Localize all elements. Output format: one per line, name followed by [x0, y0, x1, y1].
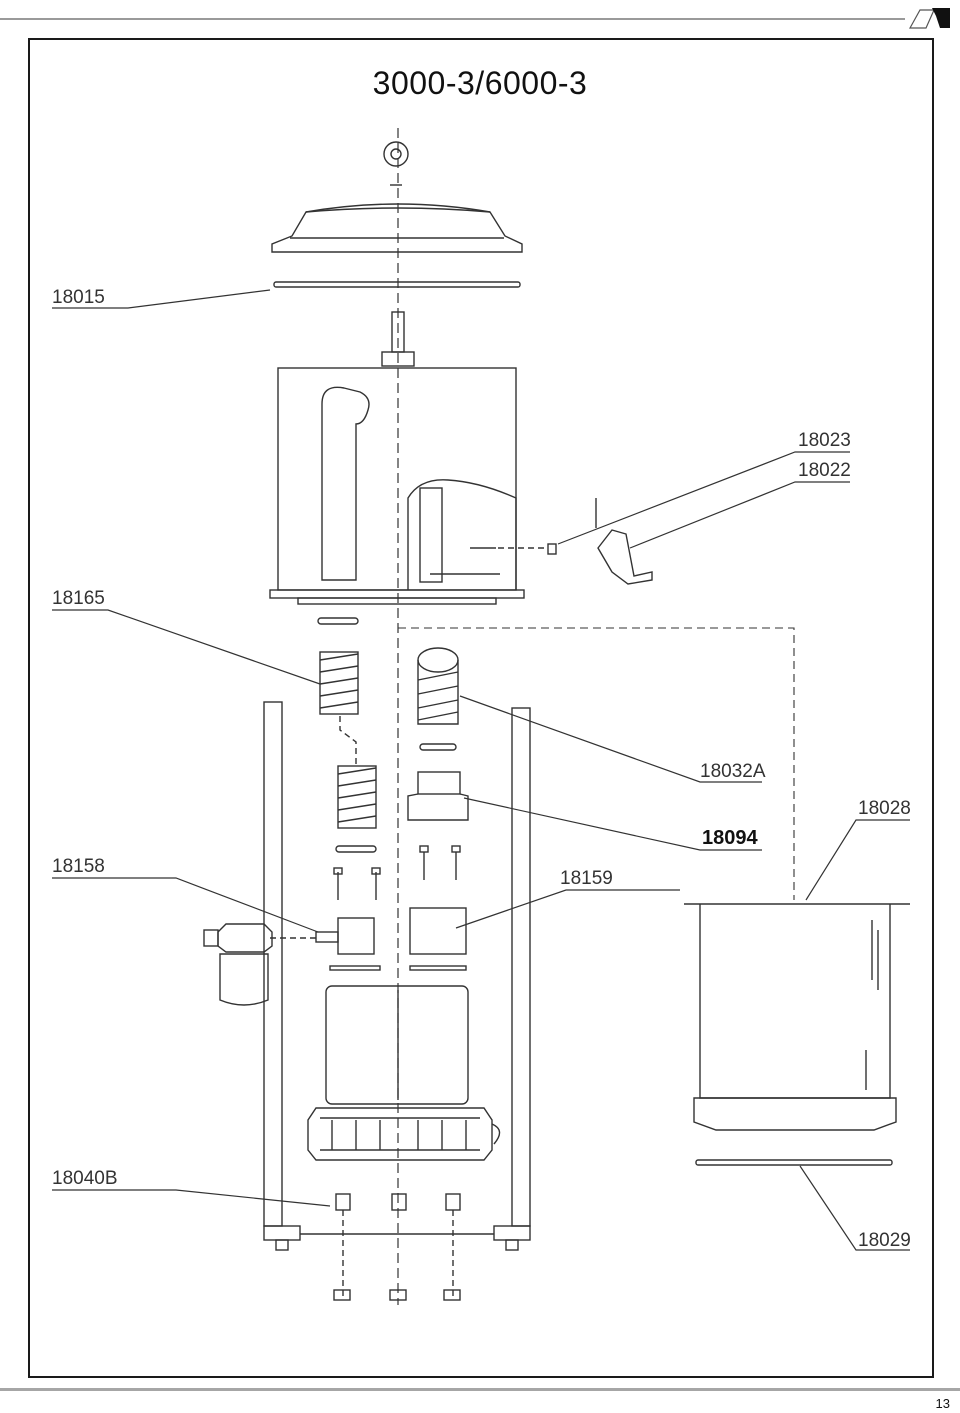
- motor-tube-18032A: [417, 647, 459, 725]
- leader-lines: [52, 289, 910, 1251]
- lid-gasket: [273, 281, 521, 288]
- label-18094: 18094: [702, 827, 758, 849]
- page-title: 3000-3/6000-3: [372, 65, 588, 101]
- label-18165: 18165: [52, 588, 105, 609]
- label-18158: 18158: [52, 856, 105, 877]
- label-18028: 18028: [858, 798, 911, 819]
- label-18015: 18015: [52, 287, 105, 308]
- filter-bag: [684, 903, 910, 1131]
- footer-rule: [0, 1388, 960, 1391]
- auger-upper: [319, 651, 359, 715]
- label-18029: 18029: [858, 1230, 911, 1251]
- label-18032A: 18032A: [700, 761, 766, 782]
- page-number: 13: [935, 1396, 950, 1411]
- header-rule: [0, 18, 905, 20]
- label-18040B: 18040B: [52, 1168, 118, 1189]
- lid-knob: [383, 141, 409, 167]
- motor-body: [307, 985, 501, 1161]
- main-drum: [269, 367, 525, 605]
- label-18022: 18022: [798, 460, 851, 481]
- adjustable-feet: [333, 1193, 461, 1301]
- screws-row: [333, 845, 461, 900]
- lid: [271, 203, 523, 253]
- inlet-filter: [203, 923, 273, 1006]
- label-18023: 18023: [798, 430, 851, 451]
- book-corner-icon: [908, 8, 950, 29]
- label-18159: 18159: [560, 868, 613, 889]
- coupling-18094: [407, 771, 469, 821]
- auger-lower: [337, 765, 377, 829]
- frame-legs: [263, 701, 531, 1251]
- diagram-frame: [28, 38, 934, 1378]
